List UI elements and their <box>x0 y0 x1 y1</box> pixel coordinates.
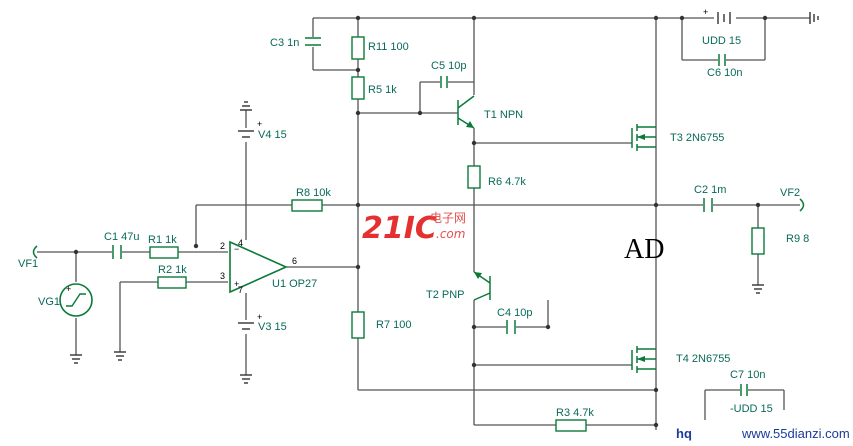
ground-icon <box>809 12 819 24</box>
watermark-com: .com <box>436 227 465 241</box>
resistor-r2 <box>157 276 187 289</box>
label-u1: U1 OP27 <box>272 278 317 290</box>
watermark-site-text: www.55dianzi.com <box>741 426 850 441</box>
label-r1: R1 1k <box>148 234 177 246</box>
label-udd-top: UDD 15 <box>702 35 741 47</box>
label-r6: R6 4.7k <box>488 176 526 188</box>
component-labels: C3 1n R11 100 C5 10p R5 1k T1 NPN V4 15 … <box>18 35 809 419</box>
label-t1: T1 NPN <box>484 109 523 121</box>
label-vf2: VF2 <box>780 187 800 199</box>
resistor-r5 <box>351 76 365 100</box>
resistors <box>149 36 765 432</box>
transistor-t2-pnp <box>473 271 491 301</box>
resistor-r6 <box>467 165 481 189</box>
capacitor-c2 <box>703 198 713 212</box>
capacitor-c3 <box>305 37 321 47</box>
label-c7: C7 10n <box>730 369 765 381</box>
resistor-r11 <box>351 36 365 60</box>
svg-text:+: + <box>66 284 71 294</box>
battery-v3: + <box>236 312 262 334</box>
label-vg1: VG1 <box>38 296 60 308</box>
pin-3: 3 <box>220 271 225 281</box>
watermark-corner: hq <box>676 426 692 441</box>
capacitor-c6 <box>718 54 726 66</box>
terminal-vf2-icon <box>799 198 805 212</box>
resistor-r7 <box>351 311 365 339</box>
resistor-r3 <box>555 419 587 432</box>
svg-text:+: + <box>703 7 708 17</box>
label-t3: T3 2N6755 <box>670 132 724 144</box>
resistor-r9 <box>751 227 765 255</box>
watermark-logo: 21IC <box>362 211 437 246</box>
label-r3: R3 4.7k <box>556 407 594 419</box>
transistor-t4-mosfet <box>631 346 656 373</box>
capacitor-c1 <box>112 245 122 259</box>
label-r5: R5 1k <box>368 84 397 96</box>
ground-icon <box>70 354 82 364</box>
watermark-21ic: 21IC 电子网 .com <box>362 211 466 246</box>
label-c2: C2 1m <box>694 184 726 196</box>
watermark-cn: 电子网 <box>430 211 466 225</box>
resistor-r8 <box>291 199 323 212</box>
label-r2: R2 1k <box>158 264 187 276</box>
capacitor-c5 <box>440 76 448 88</box>
label-t2: T2 PNP <box>426 289 465 301</box>
capacitor-c4 <box>506 320 516 334</box>
watermark-site: hq www.55dianzi.com <box>676 426 850 441</box>
svg-text:+: + <box>257 119 262 129</box>
ground-icon <box>752 284 764 294</box>
battery-v4: + <box>236 119 262 142</box>
transistor-t1-npn <box>457 95 475 129</box>
label-c1: C1 47u <box>104 231 139 243</box>
junctions <box>73 15 768 428</box>
pin-6: 6 <box>292 256 297 266</box>
label-v4: V4 15 <box>258 129 287 141</box>
label-udd-bottom: -UDD 15 <box>730 403 773 415</box>
label-c6: C6 10n <box>707 67 742 79</box>
transistor-t3-mosfet <box>631 124 656 151</box>
capacitor-c7 <box>740 384 748 396</box>
label-v3: V3 15 <box>258 321 287 333</box>
opamp-minus-sign: − <box>234 244 239 254</box>
pin-7: 7 <box>238 285 243 295</box>
pin-4: 4 <box>238 238 243 248</box>
ground-symbols <box>70 12 819 384</box>
label-vf1: VF1 <box>18 258 38 270</box>
ground-icon <box>240 101 252 111</box>
resistor-r1 <box>149 246 179 259</box>
signal-generator-vg1: + <box>59 283 93 317</box>
opamp-u1: − + 2 3 6 4 7 <box>220 238 297 295</box>
svg-text:+: + <box>257 312 262 322</box>
label-r11: R11 100 <box>368 41 409 53</box>
terminal-vf1-icon <box>32 245 38 259</box>
label-t4: T4 2N6755 <box>676 353 730 365</box>
label-c4: C4 10p <box>497 307 532 319</box>
label-r7: R7 100 <box>376 319 411 331</box>
capacitors <box>112 37 748 396</box>
ground-icon <box>240 374 252 384</box>
pin-2: 2 <box>220 241 225 251</box>
ground-icon <box>114 351 126 361</box>
label-r9: R9 8 <box>786 233 809 245</box>
label-c3: C3 1n <box>270 37 299 49</box>
label-ad: AD <box>624 234 664 265</box>
opamp-plus-sign: + <box>234 279 239 289</box>
terminals <box>32 198 805 259</box>
label-r8: R8 10k <box>296 187 331 199</box>
battery-udd: + <box>703 7 736 26</box>
label-c5: C5 10p <box>431 60 466 72</box>
